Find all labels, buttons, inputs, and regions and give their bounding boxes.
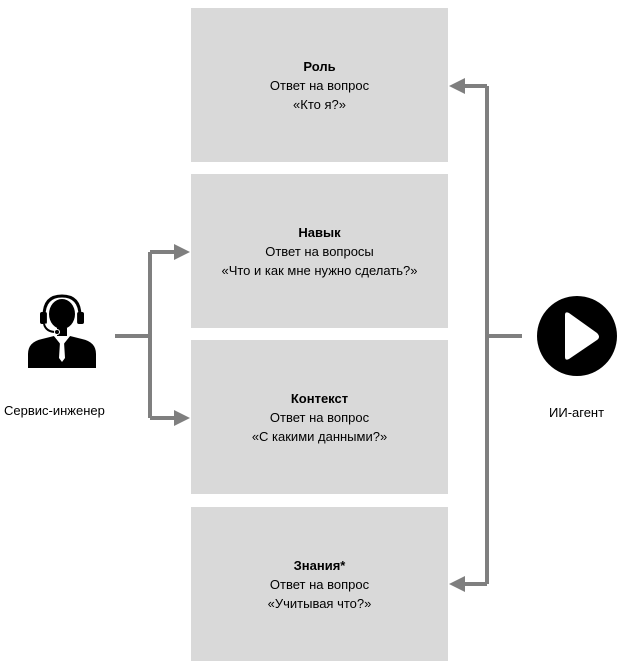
engineer-label: Сервис-инженер [4,403,105,418]
agent-label: ИИ-агент [549,405,605,420]
skill-title: Навык [298,224,341,240]
context-line1: Ответ на вопрос [269,409,370,425]
role-line2: «Кто я?» [293,96,346,112]
knowledge-title: Знания* [293,557,346,573]
knowledge-line2: «Учитывая что?» [267,595,372,611]
role-title: Роль [303,58,336,74]
skill-line2: «Что и как мне нужно сделать?» [221,262,418,278]
context-title: Контекст [290,390,349,406]
headset-operator-icon [28,294,96,368]
role-box: Роль Ответ на вопрос «Кто я?» [191,8,448,162]
play-icon [537,296,617,376]
context-box: Контекст Ответ на вопрос «С какими данны… [191,340,448,494]
skill-line1: Ответ на вопросы [265,243,374,259]
knowledge-box: Знания* Ответ на вопрос «Учитывая что?» [191,507,448,661]
context-line2: «С какими данными?» [251,428,388,444]
knowledge-line1: Ответ на вопрос [269,576,370,592]
role-line1: Ответ на вопрос [269,77,370,93]
skill-box: Навык Ответ на вопросы «Что и как мне ну… [191,174,448,328]
